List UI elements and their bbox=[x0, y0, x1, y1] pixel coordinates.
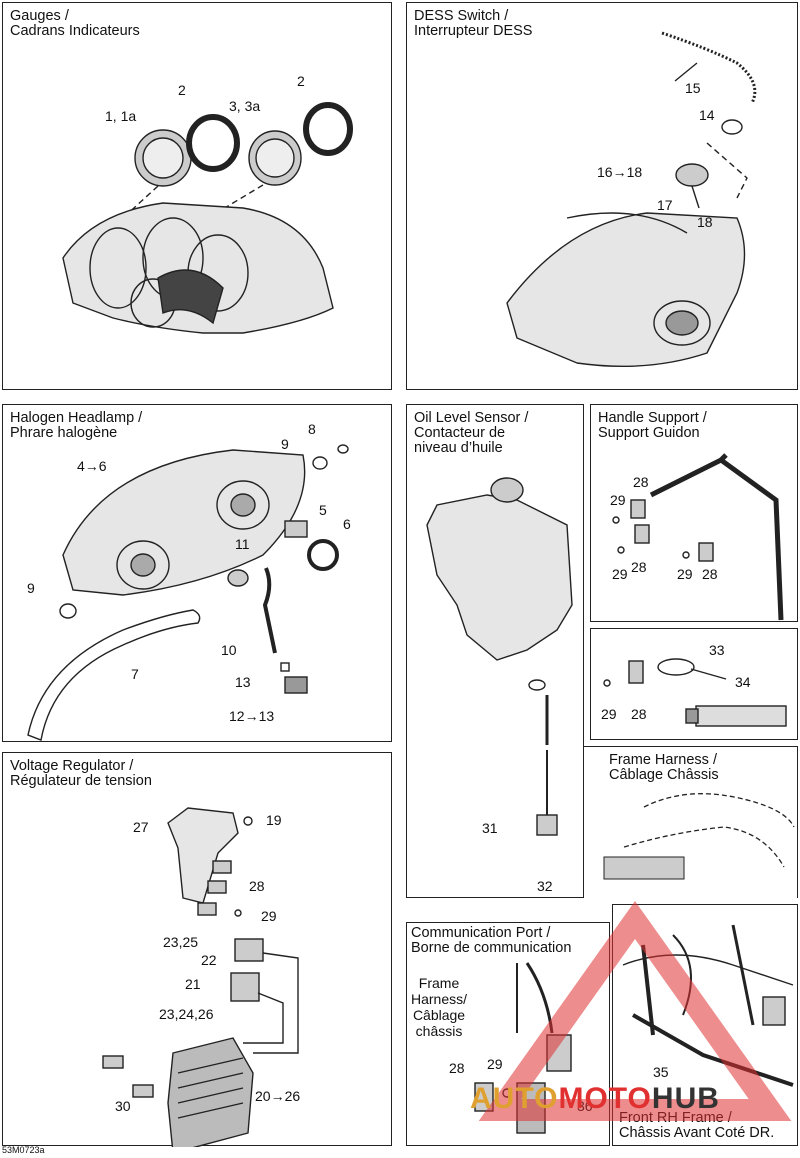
panel-dess-switch: DESS Switch / Interrupteur DESS 15 14 16… bbox=[406, 2, 798, 390]
callout-label: 6 bbox=[343, 516, 351, 532]
panel-title: Voltage Regulator / Régulateur de tensio… bbox=[10, 758, 152, 789]
panel-voltage-regulator: Voltage Regulator / Régulateur de tensio… bbox=[2, 752, 392, 1147]
callout-label: 28 bbox=[631, 706, 647, 722]
callout-label: 27 bbox=[133, 819, 149, 835]
callout-label: 29 bbox=[612, 566, 628, 582]
callout-label: 28 bbox=[702, 566, 718, 582]
panel-title: Frame Harness / Câblage Châssis bbox=[609, 752, 719, 783]
callout-label: 9 bbox=[281, 436, 289, 452]
callout-label: 28 bbox=[249, 878, 265, 894]
callout-label: 29 bbox=[677, 566, 693, 582]
watermark-auto: AUTO bbox=[470, 1082, 559, 1115]
panel-headlamp: Halogen Headlamp / Phrare halogène 4→6 9… bbox=[2, 404, 392, 742]
callout-label: 14 bbox=[699, 107, 715, 123]
callout-label: 16→18 bbox=[597, 164, 643, 180]
callout-label: 9 bbox=[27, 580, 35, 596]
callout-label: 12→13 bbox=[229, 708, 275, 724]
callout-label: 8 bbox=[308, 421, 316, 437]
panel-ties: 33 34 29 28 bbox=[590, 628, 798, 740]
callout-label: 35 bbox=[653, 1064, 669, 1080]
callout-label: 4→6 bbox=[77, 458, 107, 474]
panel-handle-support: Handle Support / Support Guidon 28 29 29… bbox=[590, 404, 798, 622]
callout-label: 28 bbox=[633, 474, 649, 490]
callout-label: 29 bbox=[261, 908, 277, 924]
callout-label: 20→26 bbox=[255, 1088, 301, 1104]
oil-sensor-illustration bbox=[426, 477, 573, 836]
doc-code: 53M0723a bbox=[2, 1145, 45, 1155]
panel-title: Handle Support / Support Guidon bbox=[598, 410, 707, 441]
callout-label: 28 bbox=[631, 559, 647, 575]
callout-label: 23,24,26 bbox=[159, 1006, 214, 1022]
callout-label: 19 bbox=[266, 812, 282, 828]
watermark-hub: HUB bbox=[651, 1082, 720, 1115]
headlamp-illustration bbox=[27, 444, 349, 741]
callout-label: 2 bbox=[297, 73, 305, 89]
callout-label: 3, 3a bbox=[229, 98, 261, 114]
watermark-text: AUTOMOTOHUB bbox=[470, 1082, 720, 1116]
callout-label: 32 bbox=[537, 878, 553, 894]
callout-label: 31 bbox=[482, 820, 498, 836]
callout-label: 13 bbox=[235, 674, 251, 690]
callout-label: 7 bbox=[131, 666, 139, 682]
callout-label: 5 bbox=[319, 502, 327, 518]
panel-frame-harness: Frame Harness / Câblage Châssis bbox=[584, 746, 798, 898]
callout-label: 15 bbox=[685, 80, 701, 96]
callout-label: 29 bbox=[601, 706, 617, 722]
dess-illustration bbox=[506, 31, 757, 368]
callout-label: 30 bbox=[115, 1098, 131, 1114]
panel-gauges: Gauges / Cadrans Indicateurs 1, 1a bbox=[2, 2, 392, 390]
frame-harness-illustration bbox=[603, 793, 795, 880]
watermark-moto: MOTO bbox=[558, 1082, 652, 1115]
handle-illustration bbox=[612, 453, 784, 621]
callout-label: 23,25 bbox=[163, 934, 199, 950]
panel-title: Oil Level Sensor / Contacteur de niveau … bbox=[414, 410, 529, 456]
callout-label: 11 bbox=[235, 536, 250, 552]
voltage-illustration bbox=[102, 807, 299, 1147]
panel-title: DESS Switch / Interrupteur DESS bbox=[414, 8, 533, 39]
callout-label: 29 bbox=[487, 1056, 503, 1072]
panel-title: Halogen Headlamp / Phrare halogène bbox=[10, 410, 143, 441]
callout-label: 34 bbox=[735, 674, 751, 690]
callout-label: 33 bbox=[709, 642, 725, 658]
panel-title: Gauges / Cadrans Indicateurs bbox=[10, 8, 140, 39]
callout-label: 2 bbox=[178, 82, 186, 98]
ties-illustration bbox=[603, 658, 787, 727]
callout-label: 21 bbox=[185, 976, 201, 992]
frame-harness-label: Frame Harness/ Câblage châssis bbox=[411, 975, 468, 1039]
callout-label: 10 bbox=[221, 642, 237, 658]
callout-label: 17 bbox=[657, 197, 673, 213]
callout-label: 28 bbox=[449, 1060, 465, 1076]
callout-label: 18 bbox=[697, 214, 713, 230]
callout-label: 1, 1a bbox=[105, 108, 137, 124]
panel-oil-level-sensor: Oil Level Sensor / Contacteur de niveau … bbox=[406, 404, 584, 898]
gauges-illustration bbox=[62, 102, 353, 334]
callout-label: 22 bbox=[201, 952, 217, 968]
callout-label: 29 bbox=[610, 492, 626, 508]
